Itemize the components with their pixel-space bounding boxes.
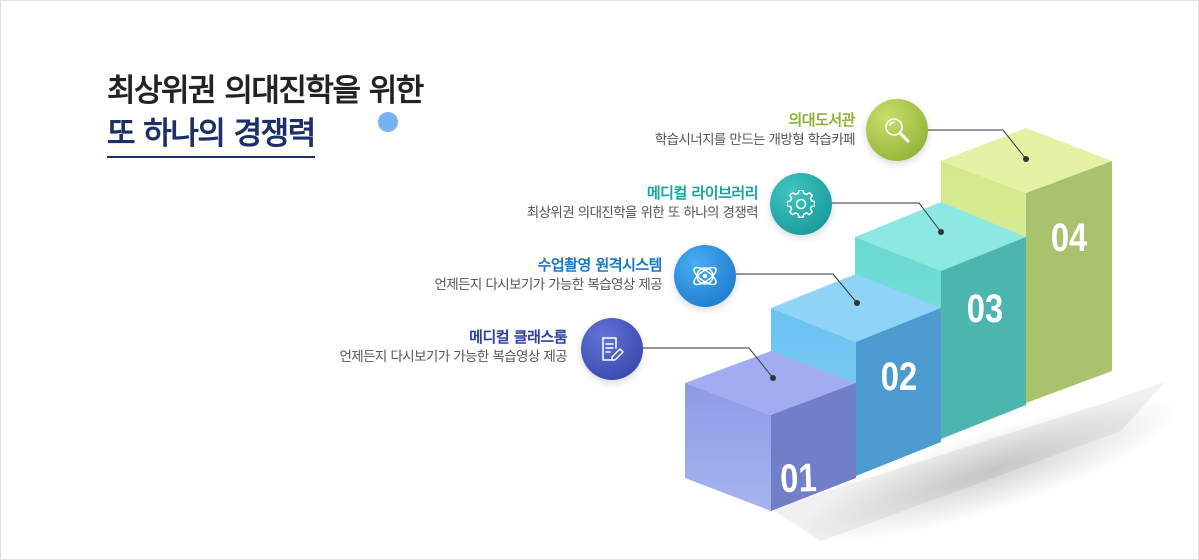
- item-03-desc: 최상위권 의대진학을 위한 또 하나의 경쟁력: [526, 205, 759, 221]
- atom-icon: [693, 266, 717, 286]
- item-02-desc: 언제든지 다시보기가 가능한 복습영상 제공: [434, 277, 662, 293]
- connector-03: [832, 202, 942, 233]
- item-01-title: 메디컬 클래스룸: [469, 328, 567, 346]
- step-number-03: 03: [967, 286, 1003, 331]
- connector-dot-03: [938, 229, 944, 235]
- step-number-01: 01: [779, 455, 817, 501]
- gear-icon-circle: [770, 173, 832, 235]
- document-pen-icon: [602, 337, 624, 361]
- gear-icon: [787, 190, 815, 218]
- connector-dot-04: [1023, 156, 1029, 162]
- heading-line-1: 최상위권 의대진학을 위한: [107, 73, 424, 109]
- item-01: 메디컬 클래스룸 언제든지 다시보기가 가능한 복습영상 제공: [339, 327, 567, 367]
- step-01: [685, 351, 856, 511]
- item-01-desc: 언제든지 다시보기가 가능한 복습영상 제공: [339, 349, 567, 365]
- item-03: 메디컬 라이브러리 최상위권 의대진학을 위한 또 하나의 경쟁력: [526, 183, 759, 223]
- item-03-title: 메디컬 라이브러리: [646, 184, 759, 202]
- item-02: 수업촬영 원격시스템 언제든지 다시보기가 가능한 복습영상 제공: [434, 255, 662, 295]
- item-02-title: 수업촬영 원격시스템: [537, 256, 663, 274]
- heading-accent-dot: [378, 112, 398, 132]
- connector-02: [736, 273, 858, 304]
- atom-icon-circle: [674, 245, 736, 307]
- magnifier-icon-circle: [866, 99, 928, 161]
- connector-01: [642, 347, 774, 379]
- step-number-02: 02: [881, 354, 917, 399]
- connector-dot-02: [854, 300, 860, 306]
- step-number-04: 04: [1051, 215, 1088, 260]
- item-04: 의대도서관 학습시너지를 만드는 개방형 학습카페: [654, 110, 856, 150]
- magnifier-icon: [885, 118, 910, 143]
- connector-04: [928, 129, 1027, 160]
- floor-shadow-glow: [800, 398, 1182, 544]
- heading-line-2: 또 하나의 경쟁력: [107, 114, 316, 158]
- connector-dot-01: [770, 375, 776, 381]
- item-04-title: 의대도서관: [788, 111, 855, 129]
- document-pen-icon-circle: [581, 318, 643, 380]
- item-04-desc: 학습시너지를 만드는 개방형 학습카페: [654, 132, 856, 148]
